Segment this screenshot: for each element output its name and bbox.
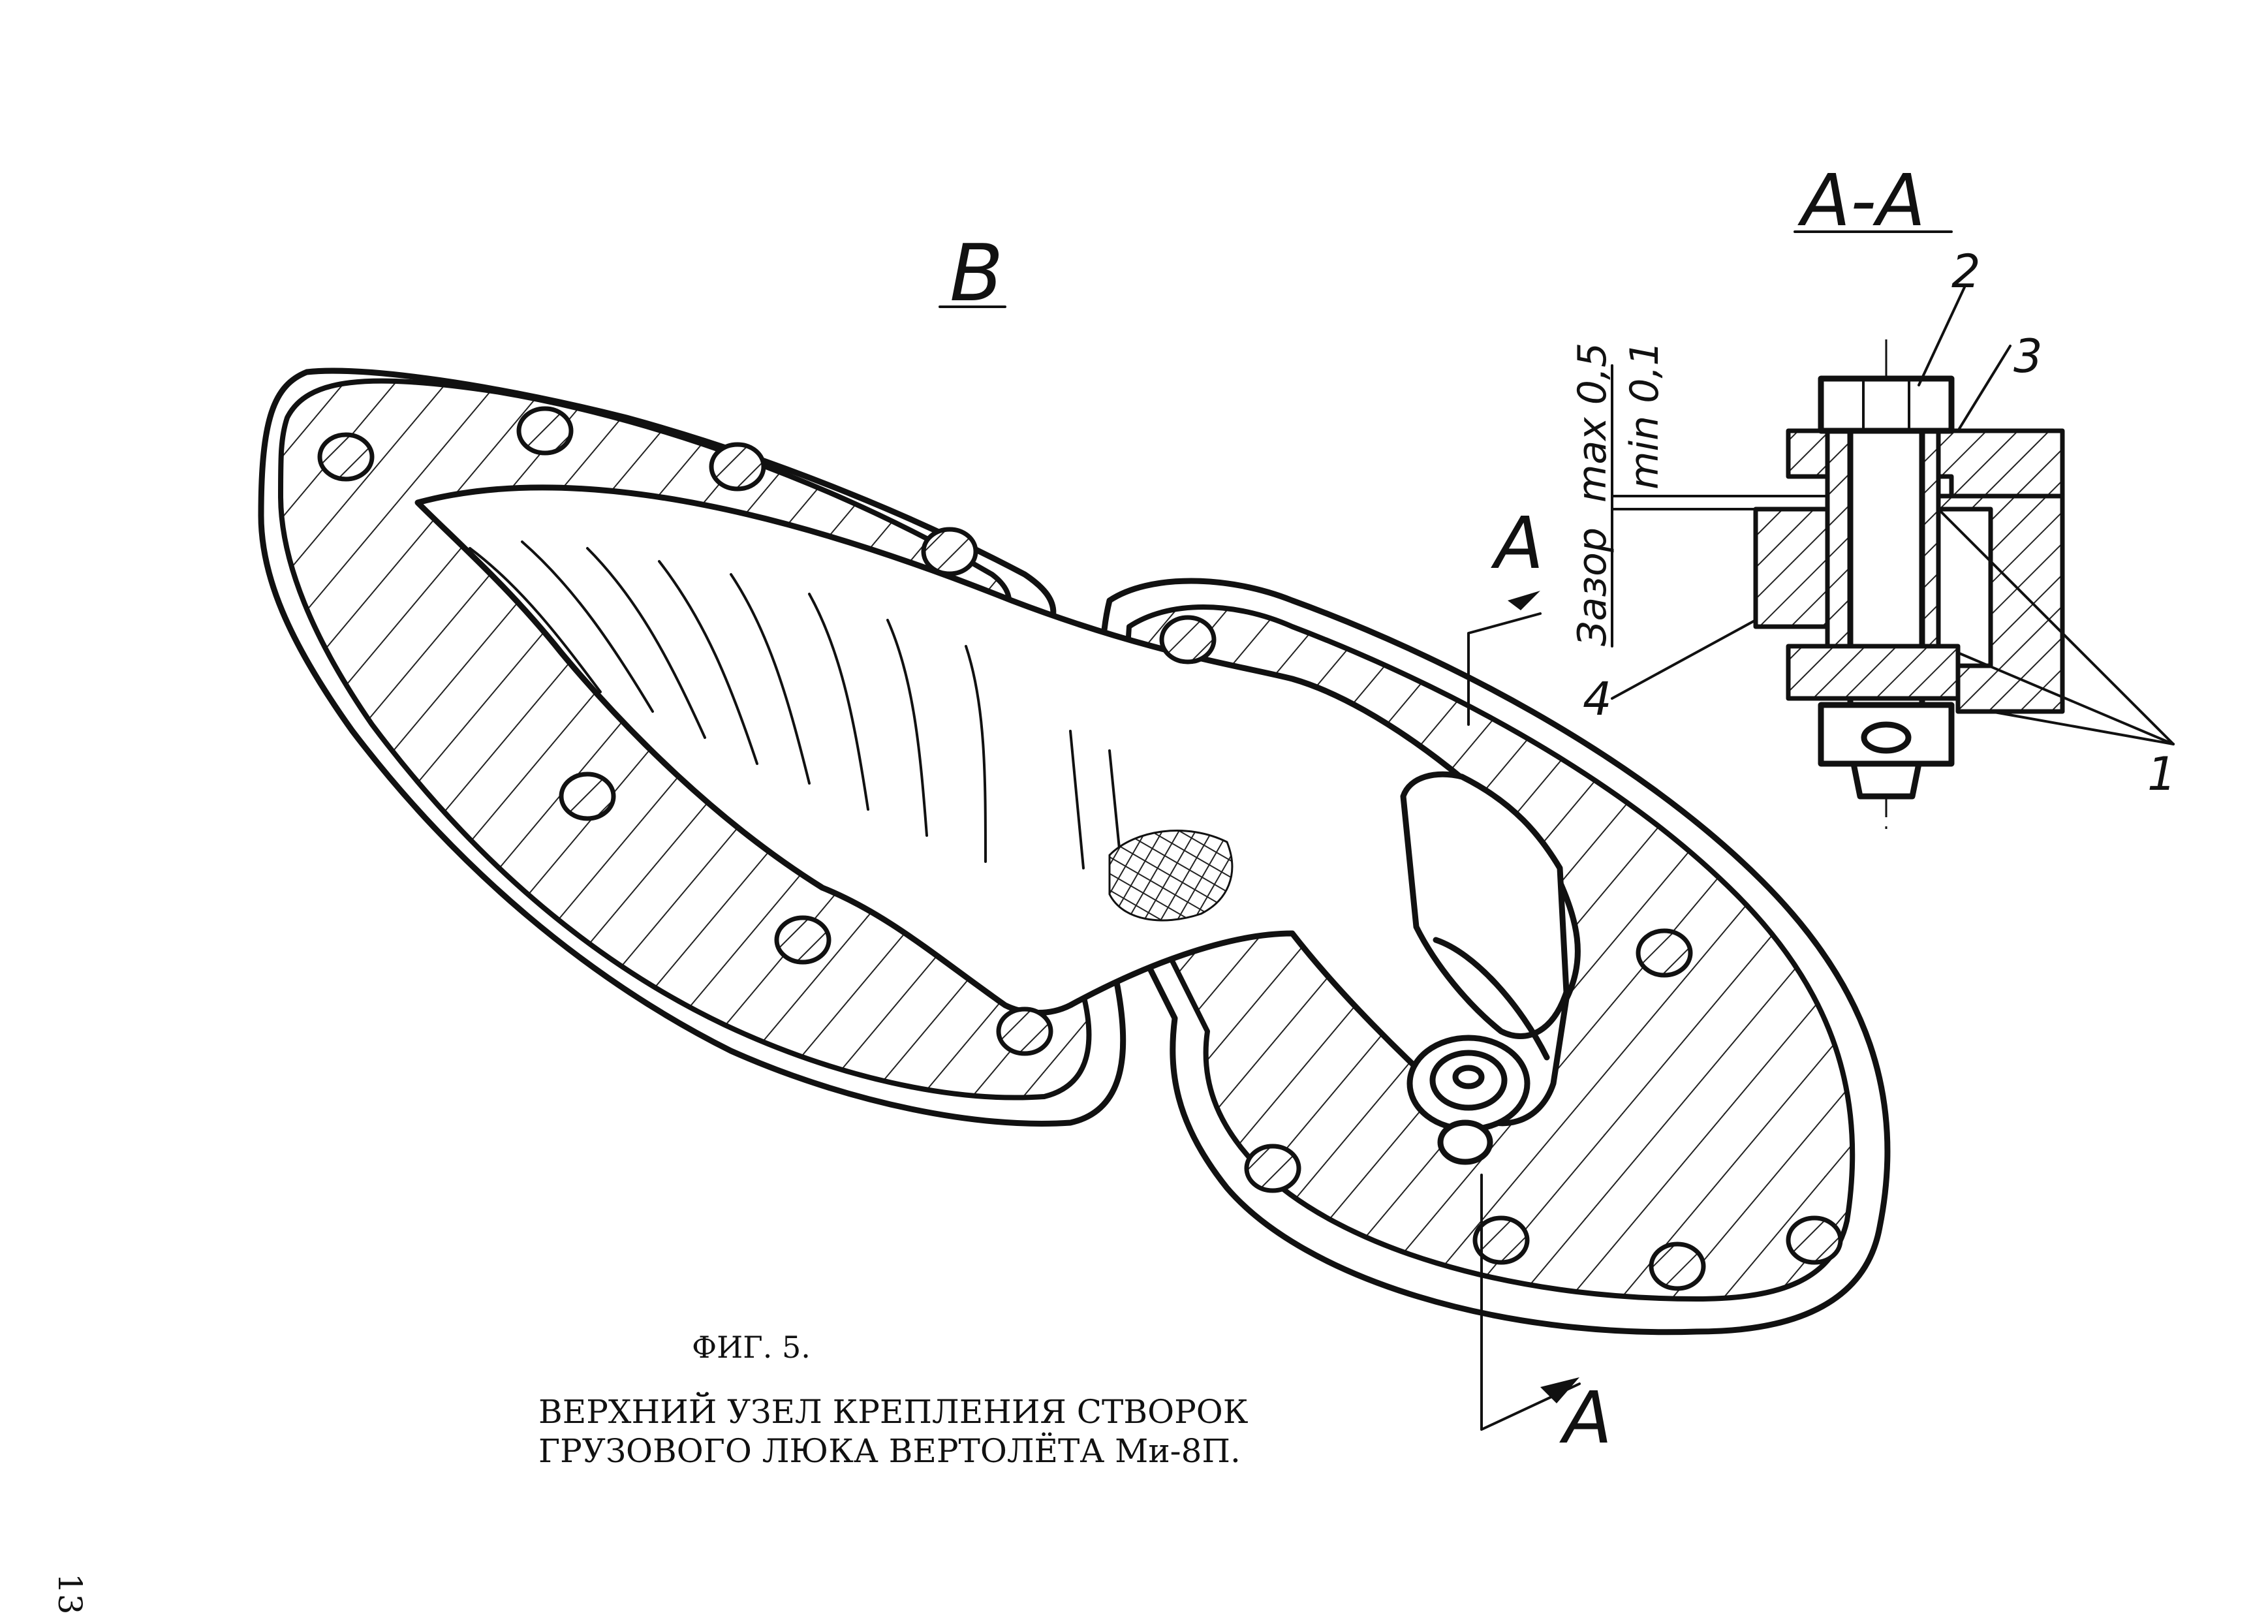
rivet bbox=[1636, 928, 1693, 978]
rivet bbox=[921, 527, 978, 576]
item-label-1: 1 bbox=[2147, 747, 2177, 801]
gap-min: min 0,1 bbox=[1622, 341, 1668, 490]
section-title: А-А bbox=[1797, 159, 1925, 242]
cut-line-bottom bbox=[1480, 1174, 1581, 1431]
leader-1a bbox=[1937, 508, 2175, 745]
rivet bbox=[709, 442, 766, 492]
leader-1c bbox=[1989, 710, 2175, 745]
nut-cotter bbox=[1861, 721, 1912, 754]
page-number-group: 13 bbox=[51, 1573, 89, 1615]
hinge-slot bbox=[1400, 771, 1570, 1039]
item-label-4: 4 bbox=[1583, 672, 1612, 726]
cut-line-top bbox=[1467, 612, 1542, 726]
rivet bbox=[1244, 1144, 1301, 1193]
rivet bbox=[996, 1007, 1053, 1056]
item-label-2: 2 bbox=[1951, 245, 1981, 298]
section-a-a bbox=[1611, 286, 2175, 829]
cut-label-bottom: А bbox=[1559, 1376, 1612, 1460]
page-number: 13 bbox=[51, 1573, 89, 1615]
cut-arrow-bottom bbox=[1540, 1377, 1579, 1403]
view-b-assembly bbox=[258, 367, 1891, 1431]
rivet bbox=[1159, 615, 1217, 664]
rivet bbox=[559, 772, 616, 821]
item-label-3: 3 bbox=[2013, 330, 2043, 383]
bolt-tip bbox=[1850, 760, 1922, 800]
leader-4 bbox=[1611, 619, 1757, 700]
caption-line-1: ВЕРХНИЙ УЗЕЛ КРЕПЛЕНИЯ СТВОРОК bbox=[538, 1391, 1249, 1431]
gap-max: max 0,5 bbox=[1570, 343, 1615, 503]
gap-label: Зазор bbox=[1570, 527, 1615, 646]
leader-1b bbox=[1957, 651, 2175, 745]
rivet bbox=[317, 432, 375, 482]
view-b-label: В bbox=[950, 228, 1003, 319]
hinge-bolt bbox=[1406, 1035, 1530, 1165]
arm-shading bbox=[469, 540, 1124, 882]
lower-washer bbox=[1786, 644, 1961, 701]
figure-number: ФИГ. 5. bbox=[692, 1330, 811, 1365]
caption-line-2: ГРУЗОВОГО ЛЮКА ВЕРТОЛЁТА Ми-8П. bbox=[538, 1431, 1241, 1470]
bolt-head bbox=[1818, 375, 1955, 434]
rivet bbox=[774, 915, 831, 965]
leader-3 bbox=[1957, 345, 2012, 432]
gap-annotation: Зазор max 0,5 min 0,1 bbox=[1570, 341, 1668, 646]
rivet bbox=[1786, 1215, 1843, 1265]
cut-arrow-top bbox=[1508, 591, 1540, 610]
rivets bbox=[317, 406, 1843, 1291]
leader-2 bbox=[1918, 286, 1966, 386]
rivet bbox=[1649, 1241, 1706, 1291]
rivet bbox=[1472, 1215, 1530, 1265]
mesh-patch bbox=[1108, 830, 1234, 922]
hinge-roller bbox=[1433, 937, 1550, 1061]
cut-label-top: А bbox=[1491, 501, 1544, 585]
rivet bbox=[516, 406, 574, 456]
